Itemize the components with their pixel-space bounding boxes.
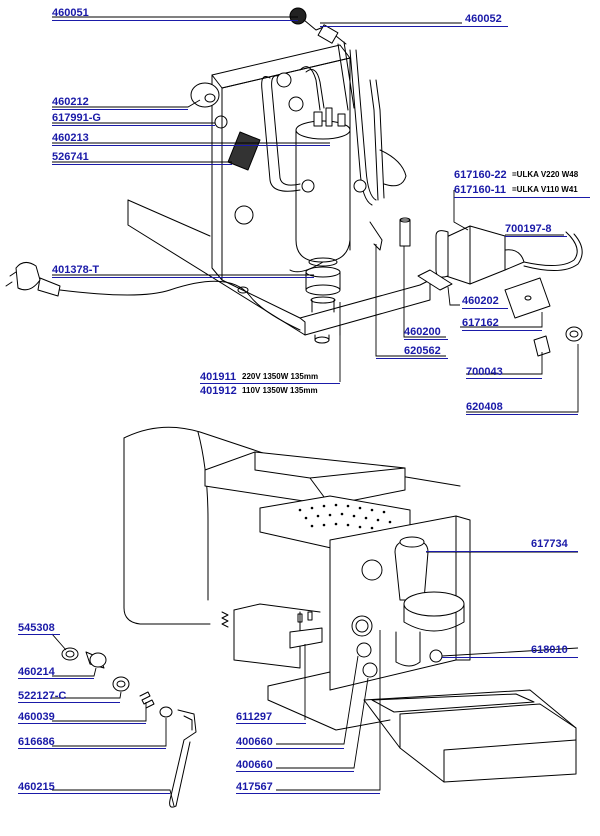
part-label-700197-8[interactable]: 700197-8	[505, 223, 552, 235]
part-label-526741[interactable]: 526741	[52, 151, 89, 163]
part-label-460200[interactable]: 460200	[404, 326, 441, 338]
leader-700043	[466, 352, 543, 375]
part-label-401378-t[interactable]: 401378-T	[52, 264, 100, 276]
underline-522127-c	[18, 702, 120, 703]
underline-460212	[52, 109, 188, 110]
top-frame-drawing	[5, 7, 583, 357]
pump-note-220: =ULKA V220 W48	[512, 170, 579, 179]
underline-618010	[442, 657, 578, 658]
part-label-460051[interactable]: 460051	[52, 7, 89, 19]
leader-460039	[52, 702, 147, 722]
leader-617162	[460, 312, 543, 328]
underline-460039	[18, 723, 146, 724]
heater-note-220: 220V 1350W 135mm	[242, 372, 319, 381]
bottom-body-drawing	[61, 426, 577, 808]
part-label-617160-11[interactable]: 617160-11	[454, 184, 506, 196]
leader-460214	[52, 667, 97, 677]
underline-617734	[426, 551, 578, 552]
part-label-460039[interactable]: 460039	[18, 711, 55, 723]
part-label-617991-g[interactable]: 617991-G	[52, 112, 101, 124]
part-label-417567[interactable]: 417567	[236, 781, 273, 793]
part-label-617734[interactable]: 617734	[531, 538, 568, 550]
underline-617162	[462, 330, 542, 331]
underline-417567	[236, 793, 380, 794]
leader-460200	[403, 246, 446, 338]
leader-460202	[447, 286, 460, 306]
part-label-460202[interactable]: 460202	[462, 295, 499, 307]
part-label-401911[interactable]: 401911	[200, 371, 237, 383]
underline-400660-a	[236, 748, 344, 749]
part-label-460213[interactable]: 460213	[52, 132, 89, 144]
underline-460202	[462, 308, 508, 309]
leader-616686	[52, 718, 167, 747]
underline-620562	[376, 358, 448, 359]
part-label-522127-c[interactable]: 522127-C	[18, 690, 67, 702]
part-label-617162[interactable]: 617162	[462, 317, 499, 329]
part-label-618010[interactable]: 618010	[531, 644, 568, 656]
leader-400660-a	[276, 655, 359, 745]
part-label-617160-22[interactable]: 617160-22	[454, 169, 507, 181]
part-label-620562[interactable]: 620562	[404, 345, 441, 357]
leader-618010	[441, 647, 579, 657]
underline-545308	[18, 634, 60, 635]
part-label-460212[interactable]: 460212	[52, 96, 89, 108]
underline-460215	[18, 793, 170, 794]
underline-460051	[52, 20, 298, 21]
leader-460215	[52, 789, 175, 807]
leader-620408	[466, 344, 579, 413]
part-label-460214[interactable]: 460214	[18, 666, 55, 678]
underline-616686	[18, 748, 166, 749]
underline-620408	[466, 414, 578, 415]
underline-460052	[320, 26, 508, 27]
underline-611297	[236, 723, 306, 724]
heater-note-110: 110V 1350W 135mm	[242, 386, 318, 395]
leader-417567	[276, 630, 381, 791]
part-label-460052[interactable]: 460052	[465, 13, 502, 25]
underline-700043	[466, 378, 542, 379]
underline-617160	[454, 197, 590, 198]
underline-401911	[200, 383, 340, 384]
part-label-616686[interactable]: 616686	[18, 736, 55, 748]
leader-617160	[453, 190, 469, 231]
underline-401378-t	[52, 277, 314, 278]
part-label-400660-b[interactable]: 400660	[236, 759, 273, 771]
part-label-401912[interactable]: 401912	[200, 385, 237, 397]
pump-note-110: =ULKA V110 W41	[512, 185, 578, 194]
leader-522127-c	[52, 691, 122, 699]
part-label-400660-a[interactable]: 400660	[236, 736, 273, 748]
part-label-611297[interactable]: 611297	[236, 711, 273, 723]
part-label-460215[interactable]: 460215	[18, 781, 55, 793]
underline-700197-8	[505, 236, 567, 237]
underline-460213	[52, 145, 330, 146]
underline-460214	[18, 678, 94, 679]
underline-400660-b	[236, 771, 354, 772]
underline-617991-g	[52, 125, 215, 126]
leader-545308	[51, 633, 67, 651]
leader-460212	[52, 99, 201, 108]
underline-460200	[404, 339, 448, 340]
part-label-700043[interactable]: 700043	[466, 366, 503, 378]
part-label-620408[interactable]: 620408	[466, 401, 503, 413]
underline-526741	[52, 164, 232, 165]
part-label-545308[interactable]: 545308	[18, 622, 55, 634]
leader-400660-b	[276, 677, 369, 769]
leader-620562	[375, 244, 446, 357]
